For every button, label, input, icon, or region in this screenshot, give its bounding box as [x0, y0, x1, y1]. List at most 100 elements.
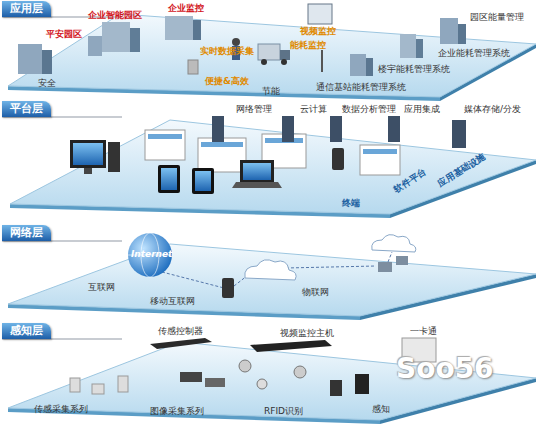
- dome-camera: [239, 360, 251, 372]
- annotation: 企业监控: [168, 3, 204, 14]
- annotation: 视频监控主机: [280, 328, 334, 339]
- layer-band: 应用层: [0, 0, 538, 102]
- slab-top: [8, 342, 536, 420]
- laptop: [240, 160, 274, 182]
- layer-title: 网络层: [2, 225, 51, 241]
- phone: [222, 278, 234, 298]
- slab-outline: [0, 224, 538, 322]
- building-group: [18, 16, 466, 76]
- layer-band: 感知层: [0, 322, 538, 424]
- window-bar: [265, 138, 303, 143]
- annotation: 数据分析管理: [342, 104, 396, 115]
- pc-tower: [108, 142, 120, 172]
- building-side: [366, 58, 373, 76]
- globe-meridian: [141, 233, 159, 277]
- software-window: [198, 138, 246, 172]
- antenna: [321, 50, 323, 72]
- server: [212, 116, 224, 142]
- window-bar: [148, 134, 182, 139]
- annotation: 一卡通: [410, 326, 437, 337]
- slab-top: [8, 14, 536, 97]
- sensor-controller: [150, 338, 212, 349]
- server: [388, 116, 400, 142]
- building: [18, 44, 42, 74]
- layer-band: 网络层: [0, 224, 538, 322]
- building-side: [458, 24, 466, 44]
- truck-wheel: [261, 59, 267, 65]
- layer-title: 应用层: [2, 1, 51, 17]
- building: [400, 34, 416, 58]
- router: [396, 256, 408, 265]
- slab-outline: [0, 0, 538, 102]
- server: [282, 116, 294, 142]
- building-side: [42, 50, 52, 74]
- window-bar: [201, 142, 243, 147]
- slab-outline: [0, 322, 538, 424]
- building-side: [416, 39, 423, 58]
- annotation: 网络管理: [236, 104, 272, 115]
- software-window: [145, 130, 185, 160]
- layer-title: 感知层: [2, 323, 51, 339]
- truck-body: [258, 44, 280, 60]
- video-host: [250, 340, 332, 352]
- building: [440, 18, 458, 44]
- dome-camera: [294, 366, 306, 378]
- annotation: 园区能量管理: [470, 12, 524, 23]
- slab-top: [8, 244, 536, 316]
- card-terminal: [402, 338, 436, 362]
- tablet-screen: [161, 168, 177, 190]
- sensor: [92, 384, 104, 394]
- building-side: [193, 20, 201, 40]
- software-window: [360, 145, 400, 175]
- truck-cab: [280, 50, 290, 60]
- tablet: [158, 165, 180, 193]
- phone: [332, 148, 344, 170]
- fingerprint-reader: [355, 374, 369, 394]
- layer-band: 平台层: [0, 100, 538, 222]
- annotation: 媒体存储/分发: [464, 104, 521, 115]
- truck-wheel: [281, 59, 287, 65]
- layer-title: 平台层: [2, 101, 51, 117]
- globe: [128, 233, 172, 277]
- network-link: [286, 266, 376, 268]
- server: [330, 116, 342, 142]
- slab-outline: [0, 100, 538, 222]
- slab-top: [10, 120, 536, 214]
- network-link: [234, 272, 252, 286]
- globe-equator: [128, 255, 172, 256]
- building: [88, 36, 102, 56]
- bullet-camera: [205, 378, 225, 387]
- tablet: [192, 168, 214, 194]
- laptop-base: [232, 182, 282, 188]
- cloud: [372, 235, 416, 252]
- monitor-stand: [84, 168, 92, 174]
- annotation: 应用集成: [404, 104, 440, 115]
- laptop-screen: [243, 163, 271, 180]
- window-bar: [363, 149, 397, 154]
- keypad: [330, 380, 342, 396]
- building: [165, 16, 193, 40]
- monitor-screen: [308, 4, 332, 24]
- annotation: 平安园区: [46, 29, 82, 40]
- annotation: 云计算: [300, 104, 327, 115]
- building: [350, 54, 366, 76]
- person-body: [232, 46, 240, 60]
- monitor: [70, 140, 106, 168]
- card-reader: [188, 60, 198, 74]
- sensor: [118, 376, 128, 392]
- bullet-camera: [180, 372, 202, 382]
- cloud: [245, 260, 296, 280]
- monitor-screen: [73, 143, 103, 165]
- sensor: [70, 378, 80, 392]
- tablet-screen: [195, 171, 211, 191]
- software-window: [262, 134, 306, 168]
- network-link: [162, 272, 224, 288]
- person-head: [232, 38, 240, 46]
- network-link: [388, 252, 392, 262]
- annotation: 传感控制器: [158, 326, 203, 337]
- building-side: [130, 28, 140, 52]
- dome-camera: [257, 379, 267, 389]
- server: [452, 120, 466, 148]
